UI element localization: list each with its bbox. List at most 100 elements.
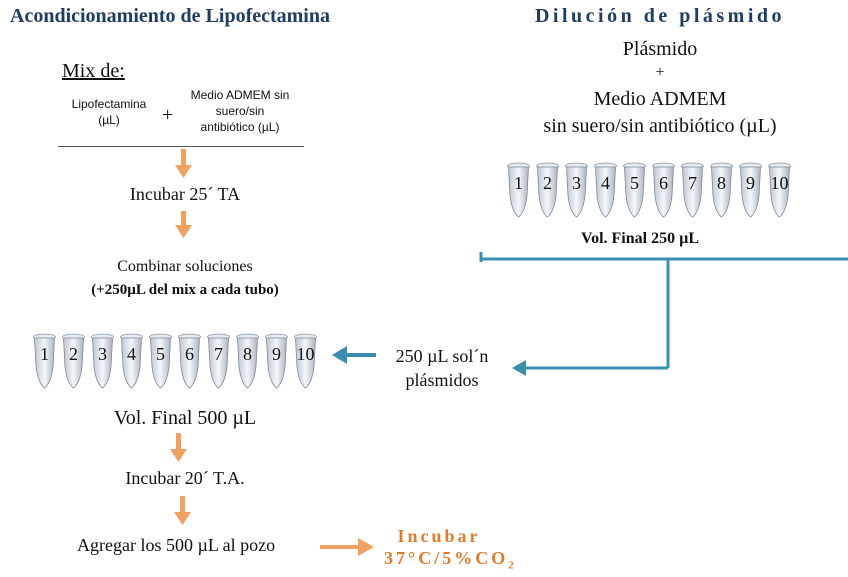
tube: 9 (739, 162, 762, 218)
tube-icon (207, 333, 230, 389)
plus-sign-right: + (655, 64, 665, 81)
incubar-final-label: Incubar 37°C/5%CO2 (384, 525, 514, 577)
lipofectamina-line2: (µL) (98, 113, 120, 127)
tube-number: 8 (717, 173, 726, 193)
lipofectamina-line1: Lipofectamina (71, 97, 147, 111)
tube: 1 (33, 333, 56, 389)
mix-label: Mix de: (62, 60, 125, 82)
tube: 1 (507, 162, 530, 218)
tube: 10 (768, 162, 791, 218)
tube-number: 1 (514, 173, 523, 193)
combinar-detail-label: (+250µL del mix a cada tubo) (91, 282, 279, 298)
tube-icon (681, 162, 704, 218)
tube: 5 (623, 162, 646, 218)
tube: 2 (62, 333, 85, 389)
right-title: Dilución de plásmido (534, 5, 786, 27)
tube-number: 10 (770, 173, 789, 193)
tube-icon (33, 333, 56, 389)
mix-divider (58, 146, 304, 147)
sol-plasmidos-label: 250 µL sol´n plásmidos (372, 344, 512, 392)
tube-icon (120, 333, 143, 389)
medio-mix-line1: Medio ADMEM sin (190, 88, 290, 102)
tube: 9 (265, 333, 288, 389)
tube-icon (739, 162, 762, 218)
medio-label: Medio ADMEM (593, 88, 727, 110)
tube-icon (91, 333, 114, 389)
tube-number: 1 (40, 344, 49, 364)
tube-icon (594, 162, 617, 218)
sol-plasmidos-line1: 250 µL sol´n (395, 346, 489, 366)
tube: 2 (536, 162, 559, 218)
tube-icon (236, 333, 259, 389)
tube-number: 7 (214, 344, 223, 364)
tube-icon (710, 162, 733, 218)
tube: 8 (710, 162, 733, 218)
tube-number: 5 (156, 344, 165, 364)
tube-icon (178, 333, 201, 389)
tube-number: 3 (98, 344, 107, 364)
tube: 10 (294, 333, 317, 389)
incubar-20-label: Incubar 20´ T.A. (125, 468, 245, 488)
left-title: Acondicionamiento de Lipofectamina (10, 5, 330, 27)
tube-number: 2 (543, 173, 552, 193)
arrow-down-3 (170, 433, 187, 462)
tube-number: 5 (630, 173, 639, 193)
tube: 4 (120, 333, 143, 389)
tube: 4 (594, 162, 617, 218)
plasmid-label: Plásmido (622, 38, 698, 60)
combinar-label: Combinar soluciones (117, 258, 253, 275)
tube: 8 (236, 333, 259, 389)
tube-icon (652, 162, 675, 218)
medio-mix-line3: antibiótico (µL) (200, 120, 280, 134)
incubar-25-label: Incubar 25´ TA (129, 184, 241, 204)
conditions-label: 37°C/5%CO2 (384, 547, 514, 577)
tube-number: 4 (127, 344, 136, 364)
tube-icon (536, 162, 559, 218)
medio-mix-label: Medio ADMEM sin suero/sin antibiótico (µ… (180, 87, 300, 135)
conditions-subscript: 2 (508, 559, 517, 572)
agregar-label: Agregar los 500 µL al pozo (77, 535, 276, 555)
blue-arrowhead-1 (512, 360, 526, 376)
tube-number: 3 (572, 173, 581, 193)
tube-number: 2 (69, 344, 78, 364)
tube: 7 (681, 162, 704, 218)
tube: 6 (652, 162, 675, 218)
incubar-final-word: Incubar (397, 526, 481, 546)
sol-plasmidos-line2: plásmidos (405, 370, 479, 390)
arrow-right-final (320, 538, 374, 556)
lipofectamina-label: Lipofectamina (µL) (64, 96, 154, 128)
arrow-down-1 (175, 149, 192, 178)
tube: 6 (178, 333, 201, 389)
tube-icon (507, 162, 530, 218)
tube-icon (62, 333, 85, 389)
tube: 7 (207, 333, 230, 389)
tube-icon (149, 333, 172, 389)
conditions-text: 37°C/5%CO (384, 548, 509, 568)
tube-number: 8 (243, 344, 252, 364)
medio-mix-line2: suero/sin (215, 104, 265, 118)
tube-number: 10 (296, 344, 315, 364)
tube-icon (623, 162, 646, 218)
blue-arrow-shaft-2 (346, 353, 376, 357)
blue-arrowhead-2 (332, 346, 347, 364)
tube-number: 6 (659, 173, 668, 193)
tube-number: 4 (601, 173, 610, 193)
tube-number: 7 (688, 173, 697, 193)
arrow-down-4 (174, 496, 191, 525)
tube-icon (768, 162, 791, 218)
vol-final-500-label: Vol. Final 500 µL (113, 407, 257, 429)
tube-number: 9 (272, 344, 281, 364)
tube: 3 (91, 333, 114, 389)
tube-number: 6 (185, 344, 194, 364)
mix-plus-sign: + (162, 104, 174, 126)
vol-final-250-label: Vol. Final 250 µL (581, 230, 699, 247)
arrow-down-2 (175, 211, 192, 238)
tube-icon (265, 333, 288, 389)
medio-detail-label: sin suero/sin antibiótico (µL) (543, 115, 777, 137)
tube: 3 (565, 162, 588, 218)
tube-number: 9 (746, 173, 755, 193)
tube-icon (294, 333, 317, 389)
